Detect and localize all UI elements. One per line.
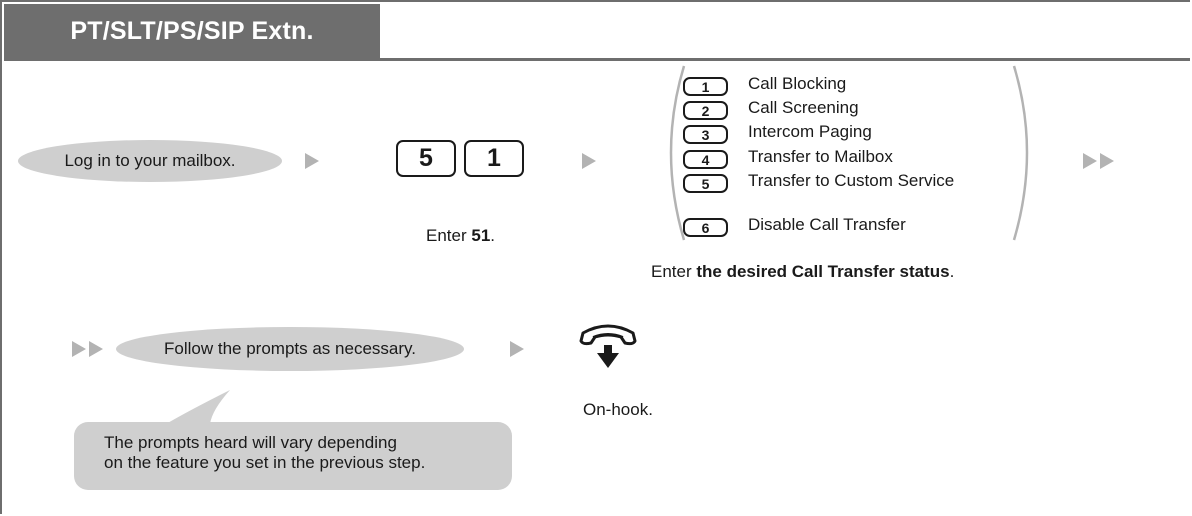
option-label-intercom-paging: Intercom Paging <box>748 122 872 141</box>
key-5: 5 <box>396 140 456 177</box>
option-label-call-blocking: Call Blocking <box>748 74 847 93</box>
option-key-5: 5 <box>683 174 728 193</box>
header-rule <box>4 58 1190 61</box>
status-caption: Enter the desired Call Transfer status. <box>651 262 955 281</box>
note-line-2: on the feature you set in the previous s… <box>104 453 426 472</box>
option-key-6: 6 <box>683 218 728 237</box>
on-hook-caption: On-hook. <box>583 400 653 419</box>
continue-arrow-b-icon <box>1100 153 1114 169</box>
option-label-disable-call-transfer: Disable Call Transfer <box>748 215 906 234</box>
option-brackets <box>669 65 1029 241</box>
arrow-1-icon <box>305 153 319 169</box>
key-5-label: 5 <box>419 144 433 172</box>
option-key-2: 2 <box>683 101 728 120</box>
follow-prompts-label: Follow the prompts as necessary. <box>164 339 416 358</box>
option-label-transfer-to-custom-service: Transfer to Custom Service <box>748 171 955 190</box>
option-key-1: 1 <box>683 77 728 96</box>
enter-51-caption: Enter 51. <box>426 226 496 245</box>
follow-prompts-oval: Follow the prompts as necessary. <box>116 327 464 371</box>
note-line-1: The prompts heard will vary depending <box>104 433 397 452</box>
option-key-4: 4 <box>683 150 728 169</box>
login-step-label: Log in to your mailbox. <box>64 151 236 170</box>
key-1: 1 <box>464 140 524 177</box>
continue-arrow-a-icon <box>1083 153 1097 169</box>
option-label-call-screening: Call Screening <box>748 98 859 117</box>
continue-arrow-d-icon <box>89 341 103 357</box>
option-key-3: 3 <box>683 125 728 144</box>
on-hook-handset-icon <box>579 324 637 368</box>
option-label-transfer-to-mailbox: Transfer to Mailbox <box>748 147 893 166</box>
header-title: PT/SLT/PS/SIP Extn. <box>4 4 380 58</box>
arrow-2-icon <box>582 153 596 169</box>
continue-arrow-c-icon <box>72 341 86 357</box>
callout-tail <box>166 390 230 424</box>
note-callout: The prompts heard will vary depending on… <box>74 422 512 490</box>
login-step-oval: Log in to your mailbox. <box>18 140 282 182</box>
key-1-label: 1 <box>487 144 501 172</box>
arrow-3-icon <box>510 341 524 357</box>
